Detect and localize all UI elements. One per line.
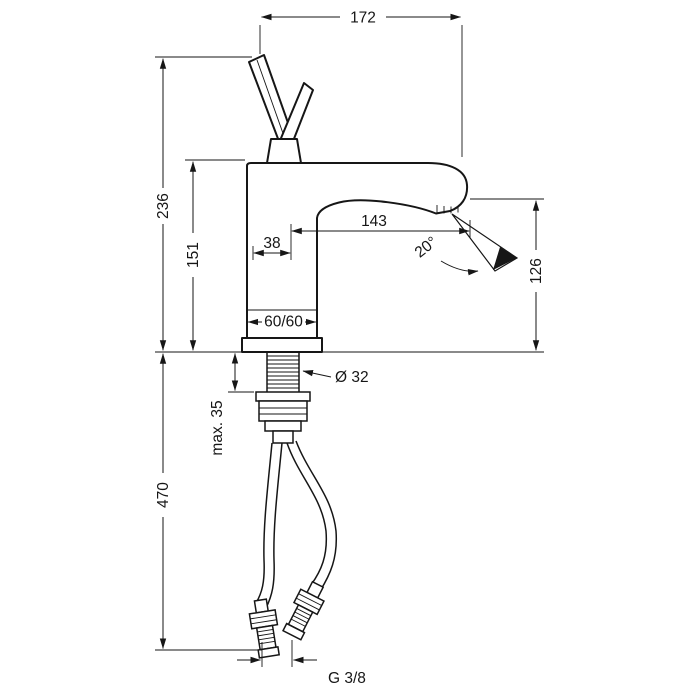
dim-143: 143 bbox=[290, 213, 471, 260]
dim-label-151: 151 bbox=[185, 242, 202, 268]
dim-label-172: 172 bbox=[350, 10, 376, 27]
supply-hose-left bbox=[255, 442, 283, 609]
dim-label-126: 126 bbox=[528, 258, 545, 284]
dim-172: 172 bbox=[259, 10, 463, 157]
dimensions: 172 236 151 143 38 20° bbox=[155, 10, 545, 687]
dim-angle-20: 20° bbox=[412, 234, 479, 276]
dim-g-3-8: G 3/8 bbox=[237, 640, 366, 687]
hose-neck bbox=[272, 430, 294, 444]
mounting-nut-facets bbox=[259, 407, 307, 415]
dim-label-38: 38 bbox=[263, 235, 280, 252]
dim-label-143: 143 bbox=[361, 213, 387, 230]
connector-tip bbox=[282, 622, 306, 641]
dim-label-20deg: 20° bbox=[412, 234, 441, 262]
faucet-illustration bbox=[155, 54, 544, 659]
mounting-washer bbox=[255, 391, 311, 402]
handle-base bbox=[266, 138, 302, 164]
shank-threads bbox=[267, 355, 299, 389]
supply-hose-right bbox=[286, 440, 338, 592]
connector-thread-lines bbox=[290, 608, 312, 627]
dim-151: 151 bbox=[185, 159, 245, 351]
dim-max-35: max. 35 bbox=[209, 353, 254, 456]
dim-60-60: 60/60 bbox=[247, 314, 317, 331]
leader-line bbox=[302, 369, 332, 378]
base-flange bbox=[241, 337, 323, 353]
connector-tip bbox=[257, 646, 281, 659]
spray-direction-fill bbox=[493, 247, 517, 270]
dim-470: 470 bbox=[155, 353, 262, 651]
dim-236: 236 bbox=[155, 56, 252, 351]
connector-nut-facets bbox=[296, 593, 322, 611]
mounting-collar bbox=[264, 420, 302, 432]
dim-label-max-35: max. 35 bbox=[209, 400, 226, 455]
handle-lever-edge-line bbox=[256, 59, 286, 140]
dim-label-g-3-8: G 3/8 bbox=[328, 670, 366, 687]
dim-126: 126 bbox=[470, 198, 545, 351]
connector-thread-lines bbox=[257, 628, 276, 645]
aerator-hatch bbox=[436, 205, 459, 214]
dim-label-236: 236 bbox=[155, 193, 172, 219]
faucet-body-spout bbox=[246, 162, 469, 340]
dim-diameter-32: Ø 32 bbox=[302, 369, 369, 386]
angle-leader-line bbox=[440, 260, 479, 276]
hose-connector-right bbox=[282, 580, 325, 641]
dim-label-470: 470 bbox=[155, 482, 172, 508]
hose-connector-left bbox=[248, 598, 281, 659]
dim-label-diameter-32: Ø 32 bbox=[335, 369, 369, 386]
connector-nut-facets bbox=[250, 614, 277, 625]
mounting-nut bbox=[258, 400, 308, 422]
dim-label-60-60: 60/60 bbox=[264, 314, 303, 331]
dim-38: 38 bbox=[252, 235, 291, 260]
